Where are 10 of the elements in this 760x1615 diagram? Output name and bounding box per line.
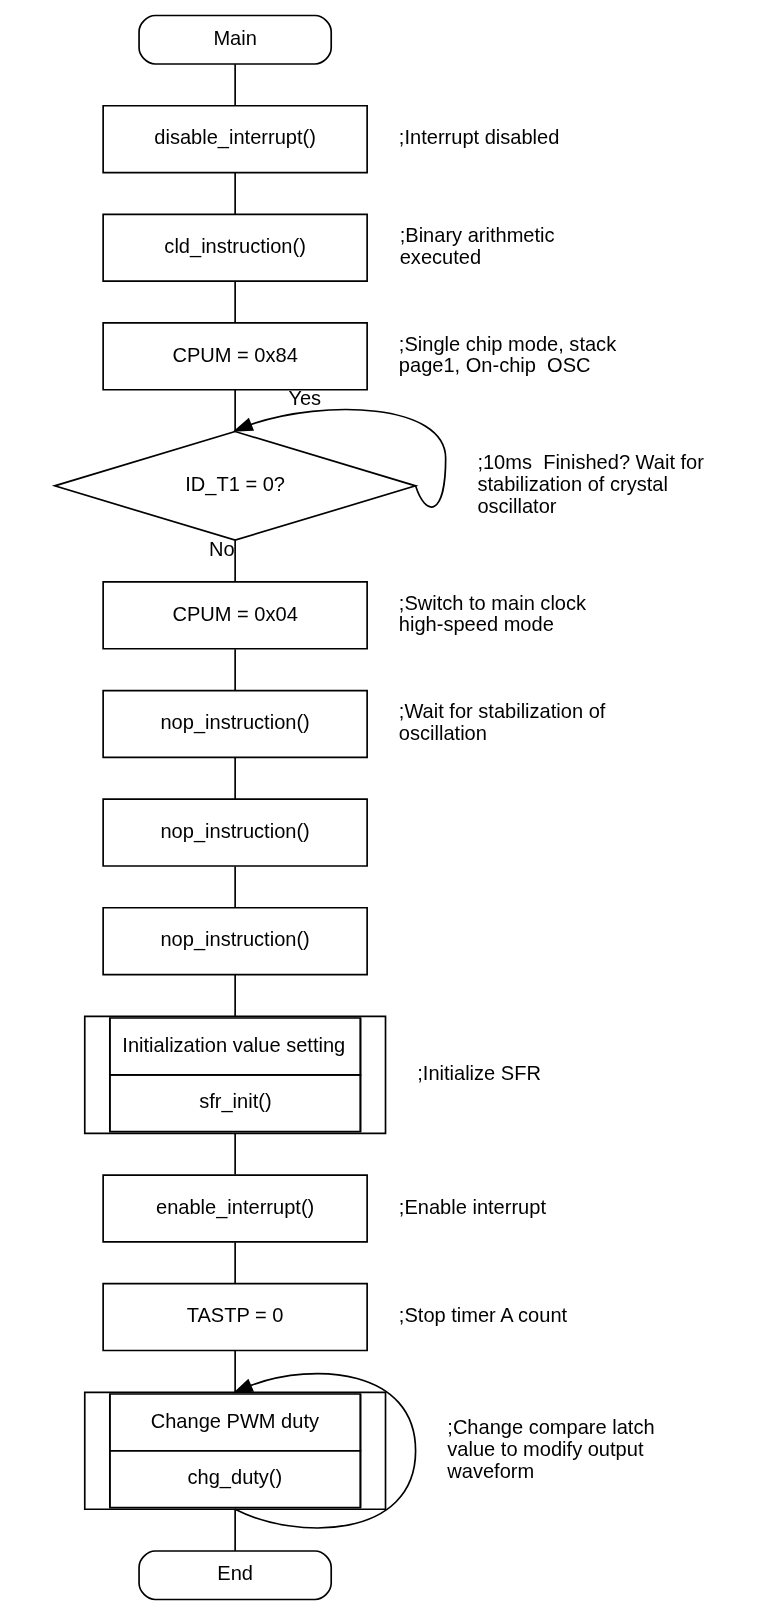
node-label: ;Interrupt disabled xyxy=(398,126,559,149)
node-label: ;Change compare latch value to modify output waveform xyxy=(446,1416,655,1482)
node-label: ;Stop timer A count xyxy=(398,1304,567,1327)
node-label: ;Enable interrupt xyxy=(398,1195,546,1218)
node-label: ;Binary arithmetic executed xyxy=(399,224,555,268)
node-label: ;Switch to main clock high-speed mode xyxy=(398,591,586,636)
node-label: ;Single chip mode, stack page1, On-chip OSC xyxy=(398,332,616,377)
node-label: ;10ms Finished? Wait for stabilization of crystal oscillator xyxy=(476,451,704,517)
node-label: ;Wait for stabilization of oscillation xyxy=(398,700,605,744)
node-label: ;Initialize SFR xyxy=(416,1062,541,1085)
